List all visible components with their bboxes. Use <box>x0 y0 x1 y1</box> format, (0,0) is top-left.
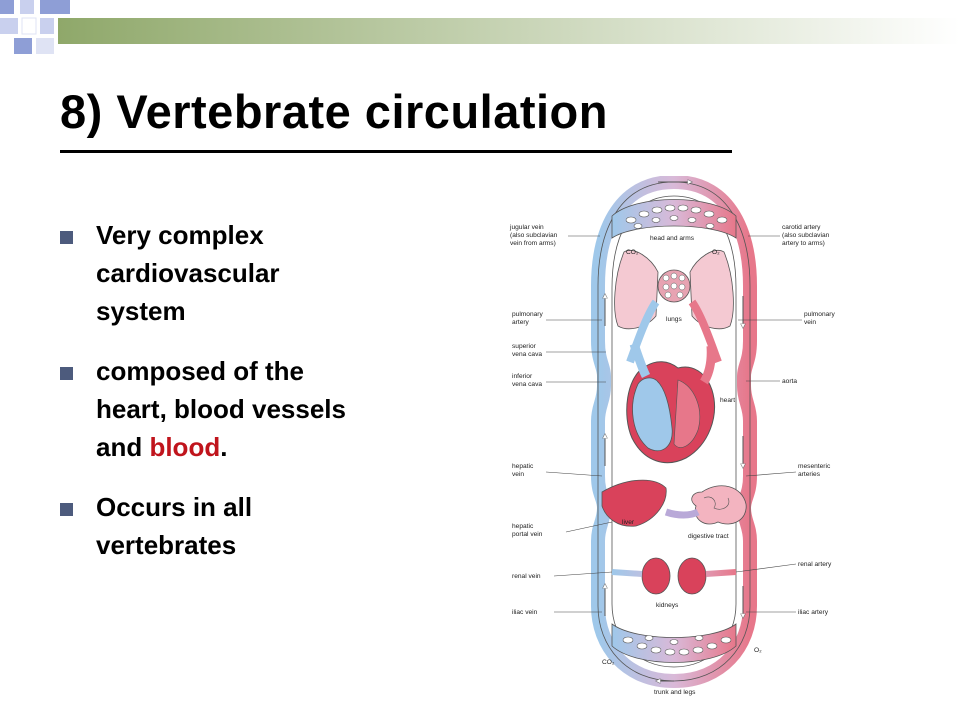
capillary-bed-head <box>611 199 737 239</box>
label-superior-vena-cava: vena cava <box>512 351 542 358</box>
circulation-diagram: jugular vein (also subclavian vein from … <box>509 176 835 696</box>
bullet-line: vertebrates <box>96 530 237 560</box>
bullet-square-icon <box>60 367 73 380</box>
vessel-outline-inner <box>611 195 737 668</box>
bullet-list: Very complex cardiovascular system compo… <box>60 216 480 586</box>
label-heart: heart <box>720 397 735 404</box>
label-pulmonary-artery: artery <box>512 319 530 326</box>
bullet-square-icon <box>60 503 73 516</box>
bullet-line: heart, blood vessels <box>96 394 346 424</box>
lungs-shape <box>614 250 734 364</box>
bullet-item: composed of the heart, blood vessels and… <box>60 352 480 466</box>
label-carotid-artery: artery to arms) <box>782 240 825 247</box>
label-o2-bottom: O₂ <box>754 647 762 654</box>
label-kidneys: kidneys <box>656 602 679 609</box>
label-inferior-vena-cava: vena cava <box>512 381 542 388</box>
label-superior-vena-cava: superior <box>512 343 537 350</box>
label-liver: liver <box>622 519 635 526</box>
label-mesenteric-arteries: mesenteric <box>798 463 831 470</box>
label-carotid-artery: carotid artery <box>782 224 821 231</box>
label-iliac-artery: iliac artery <box>798 609 829 616</box>
bullet-square-icon <box>60 231 73 244</box>
label-renal-artery: renal artery <box>798 561 832 568</box>
digestive-tract-shape <box>664 485 747 525</box>
corner-decoration <box>0 0 960 54</box>
bullet-line-tail: . <box>220 432 228 462</box>
label-hepatic-vein: vein <box>512 471 524 478</box>
title-underline <box>60 150 732 153</box>
heart-shape <box>626 342 716 464</box>
flow-arrows <box>605 182 743 681</box>
diagram-labels: jugular vein (also subclavian vein from … <box>509 224 835 696</box>
label-co2-top: CO₂ <box>626 249 639 256</box>
label-hepatic-portal-vein: portal vein <box>512 531 543 538</box>
label-lungs: lungs <box>666 316 682 323</box>
leader-lines <box>545 235 802 613</box>
liver-shape <box>601 479 667 527</box>
label-hepatic-portal-vein: hepatic <box>512 523 534 530</box>
label-iliac-vein: iliac vein <box>512 609 538 616</box>
bullet-line: Occurs in all <box>96 492 253 522</box>
highlight-word-blood: blood <box>149 432 221 462</box>
capillary-bed-legs <box>611 623 737 663</box>
bullet-line: Very complex <box>96 220 264 250</box>
label-aorta: aorta <box>782 378 797 385</box>
bullet-line: and <box>96 432 150 462</box>
label-pulmonary-vein: vein <box>804 319 816 326</box>
label-pulmonary-vein: pulmonary <box>804 311 835 318</box>
label-co2-bottom: CO₂ <box>602 659 615 666</box>
bullet-line: composed of the <box>96 356 305 386</box>
bullet-line: system <box>96 296 186 326</box>
label-renal-vein: renal vein <box>512 573 541 580</box>
label-jugular-vein: (also subclavian <box>510 232 558 239</box>
label-jugular-vein: jugular vein <box>509 224 544 231</box>
label-digestive-tract: digestive tract <box>688 533 729 540</box>
label-o2-top: O₂ <box>712 249 720 256</box>
label-inferior-vena-cava: inferior <box>512 373 533 380</box>
label-head-arms: head and arms <box>650 235 695 242</box>
bullet-item: Very complex cardiovascular system <box>60 216 480 330</box>
label-jugular-vein: vein from arms) <box>510 240 556 247</box>
label-trunk-legs: trunk and legs <box>654 689 696 696</box>
label-mesenteric-arteries: arteries <box>798 471 821 478</box>
label-pulmonary-artery: pulmonary <box>512 311 543 318</box>
label-carotid-artery: (also subclavian <box>782 232 830 239</box>
slide-title: 8) Vertebrate circulation <box>60 85 608 138</box>
bullet-item: Occurs in all vertebrates <box>60 488 480 564</box>
bullet-line: cardiovascular <box>96 258 280 288</box>
label-hepatic-vein: hepatic <box>512 463 534 470</box>
kidneys-shape <box>611 557 737 595</box>
